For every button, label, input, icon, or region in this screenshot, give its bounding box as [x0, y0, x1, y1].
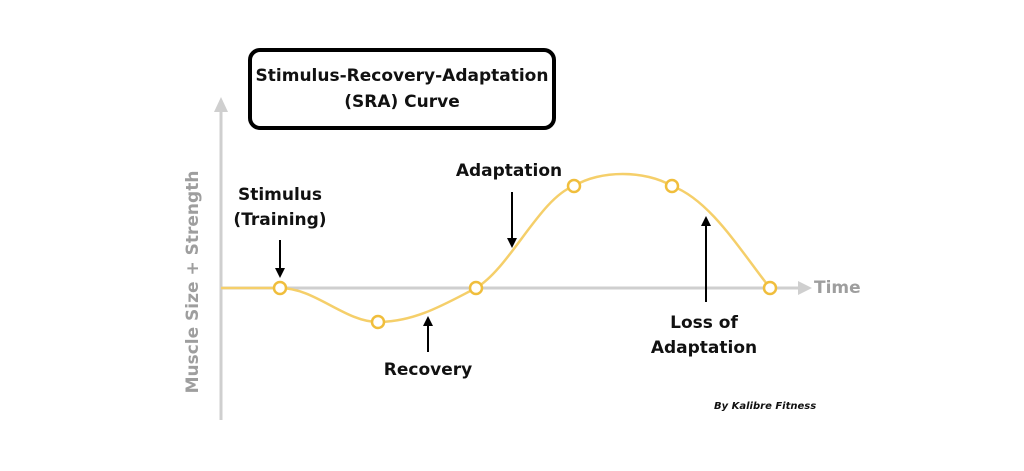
marker-adaptation-rise [566, 178, 582, 194]
adaptation-label: Adaptation [455, 161, 563, 181]
sra-curve [221, 172, 771, 324]
stimulus-arrow [275, 240, 285, 278]
title-line-2: (SRA) Curve [344, 92, 460, 112]
marker-recovery-low [370, 314, 386, 330]
loss-label-line-2: Adaptation [650, 338, 758, 358]
x-axis-label: Time [814, 278, 861, 298]
y-axis-label-text: Muscle Size + Strength [183, 170, 203, 394]
stimulus-label: Stimulus (Training) [222, 183, 338, 233]
stimulus-label-line-2: (Training) [233, 210, 327, 230]
y-axis-arrowhead [214, 97, 228, 112]
loss-label-line-1: Loss of [670, 313, 738, 333]
title-line-1: Stimulus-Recovery-Adaptation [255, 66, 549, 86]
title-box: Stimulus-Recovery-Adaptation (SRA) Curve [248, 48, 556, 130]
loss-arrow [701, 216, 711, 302]
marker-baseline-return [468, 280, 484, 296]
recovery-label: Recovery [383, 360, 473, 380]
credit-text: By Kalibre Fitness [714, 401, 817, 412]
adaptation-arrow [507, 192, 517, 248]
x-axis-arrowhead [798, 281, 812, 295]
stimulus-label-line-1: Stimulus [237, 185, 323, 205]
marker-end [762, 280, 778, 296]
marker-adaptation-fall [664, 178, 680, 194]
marker-stimulus [272, 280, 288, 296]
recovery-arrow [423, 316, 433, 352]
loss-of-adaptation-label: Loss of Adaptation [642, 311, 766, 361]
